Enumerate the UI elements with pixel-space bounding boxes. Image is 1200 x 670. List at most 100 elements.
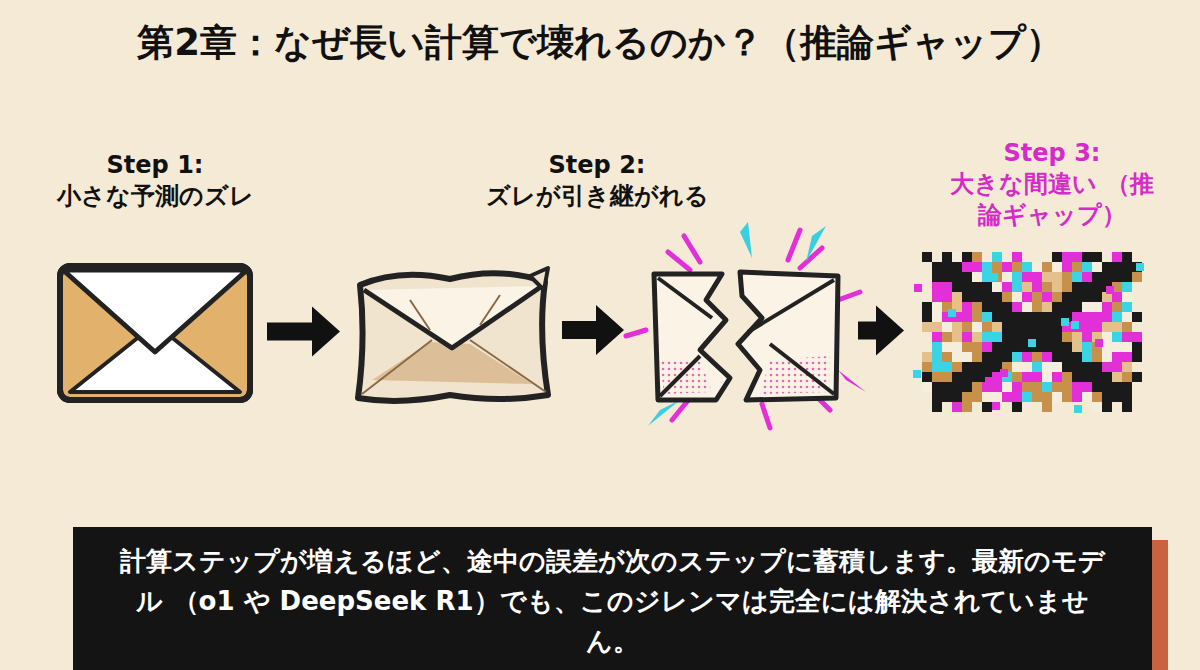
glitch-pixel: [972, 272, 982, 282]
glitch-pixel: [962, 352, 972, 362]
glitch-pixel: [1072, 382, 1082, 392]
glitch-pixel: [1112, 252, 1122, 262]
glitch-pixel: [1072, 312, 1082, 322]
glitch-pixel: [1052, 352, 1062, 362]
glitch-envelope: [913, 252, 1144, 413]
glitch-pixel: [922, 302, 932, 312]
glitch-pixel: [1062, 332, 1072, 342]
glitch-pixel: [1122, 372, 1132, 382]
glitch-pixel: [962, 342, 972, 352]
glitch-pixel: [952, 372, 962, 382]
glitch-pixel: [942, 332, 952, 342]
glitch-pixel: [1072, 362, 1082, 372]
glitch-pixel: [952, 252, 962, 262]
glitch-pixel: [952, 382, 962, 392]
glitch-pixel: [1112, 392, 1122, 402]
step-number: Step 3:: [950, 138, 1155, 169]
glitch-pixel: [942, 372, 952, 382]
glitch-pixel: [1132, 372, 1142, 382]
glitch-pixel: [1092, 372, 1102, 382]
glitch-pixel: [1062, 352, 1072, 362]
glitch-pixel: [952, 272, 962, 282]
glitch-pixel: [1102, 392, 1112, 402]
glitch-pixel: [942, 282, 952, 292]
glitch-pixel: [962, 252, 972, 262]
glitch-pixel: [1042, 292, 1052, 302]
arrow-shaft: [858, 322, 876, 340]
glitch-pixel: [1112, 272, 1122, 282]
glitch-pixel: [1052, 312, 1062, 322]
glitch-pixel: [1072, 392, 1082, 402]
chart-title: 第2章：なぜ長い計算で壊れるのか？（推論ギャップ）: [0, 18, 1200, 68]
glitch-pixel: [1082, 392, 1092, 402]
glitch-pixel: [1002, 302, 1012, 312]
step-node: Step 3:大きな間違い （推論ギャップ）: [916, 248, 1148, 414]
glitch-pixel: [962, 402, 972, 412]
glitch-pixel: [972, 342, 982, 352]
glitch-pixel: [962, 262, 972, 272]
glitch-pixel: [1072, 262, 1082, 272]
glitch-pixel: [1052, 382, 1062, 392]
glitch-pixel: [1022, 282, 1032, 292]
crumpled-envelope: [358, 268, 548, 401]
glitch-pixel: [1042, 382, 1052, 392]
glitch-pixel: [1052, 292, 1062, 302]
glitch-pixel: [1112, 382, 1122, 392]
arrow-head: [312, 307, 340, 357]
glitch-pixel: [1032, 312, 1042, 322]
glitch-pixel: [1095, 339, 1103, 347]
broken-envelope: [626, 222, 866, 428]
glitch-pixel: [1082, 272, 1092, 282]
glitch-pixel: [913, 370, 921, 378]
glitch-pixel: [972, 252, 982, 262]
glitch-pixel: [982, 292, 992, 302]
glitch-pixel: [972, 382, 982, 392]
glitch-pixel: [1022, 262, 1032, 272]
glitch-pixel: [1052, 302, 1062, 312]
glitch-pixel: [1072, 342, 1082, 352]
glitch-pixel: [932, 392, 942, 402]
glitch-pixel: [1012, 372, 1022, 382]
glitch-pixel: [982, 352, 992, 362]
glitch-pixel: [1042, 352, 1052, 362]
glitch-pixel: [1092, 322, 1102, 332]
glitch-pixel: [1092, 402, 1102, 412]
glitch-pixel: [992, 342, 1002, 352]
glitch-pixel: [1112, 262, 1122, 272]
glitch-pixel: [962, 322, 972, 332]
glitch-pixel: [1062, 282, 1072, 292]
glitch-pixel: [1042, 312, 1052, 322]
glitch-pixel: [1132, 342, 1142, 352]
glitch-pixel: [1082, 252, 1092, 262]
glitch-pixel: [992, 382, 1002, 392]
glitch-pixel: [922, 352, 932, 362]
glitch-pixel: [1072, 302, 1082, 312]
glitch-pixel: [932, 342, 942, 352]
step-arrow: [562, 305, 624, 355]
glitch-pixel: [982, 342, 992, 352]
glitch-pixel: [1122, 362, 1132, 372]
glitch-pixel: [962, 372, 972, 382]
glitch-pixel: [1042, 282, 1052, 292]
glitch-pixel: [990, 273, 998, 281]
glitch-pixel: [1102, 312, 1112, 322]
glitch-pixel: [932, 322, 942, 332]
glitch-pixel: [972, 282, 982, 292]
glitch-pixel: [1082, 292, 1092, 302]
glitch-pixel: [922, 252, 932, 262]
glitch-pixel: [1112, 332, 1122, 342]
glitch-pixel: [942, 382, 952, 392]
glitch-pixel: [1092, 272, 1102, 282]
glitch-pixel: [982, 262, 992, 272]
glitch-pixel: [1012, 402, 1022, 412]
step-label: 大きな間違い （推論ギャップ）: [950, 169, 1155, 231]
glitch-pixel: [1082, 322, 1092, 332]
glitch-pixel: [1102, 272, 1112, 282]
glitch-pixel: [1112, 352, 1122, 362]
glitch-pixel: [1042, 362, 1052, 372]
glitch-pixel: [942, 362, 952, 372]
glitch-pixel: [1012, 392, 1022, 402]
glitch-pixel: [1062, 262, 1072, 272]
glitch-pixel: [982, 332, 992, 342]
glitch-pixel: [1028, 339, 1036, 347]
